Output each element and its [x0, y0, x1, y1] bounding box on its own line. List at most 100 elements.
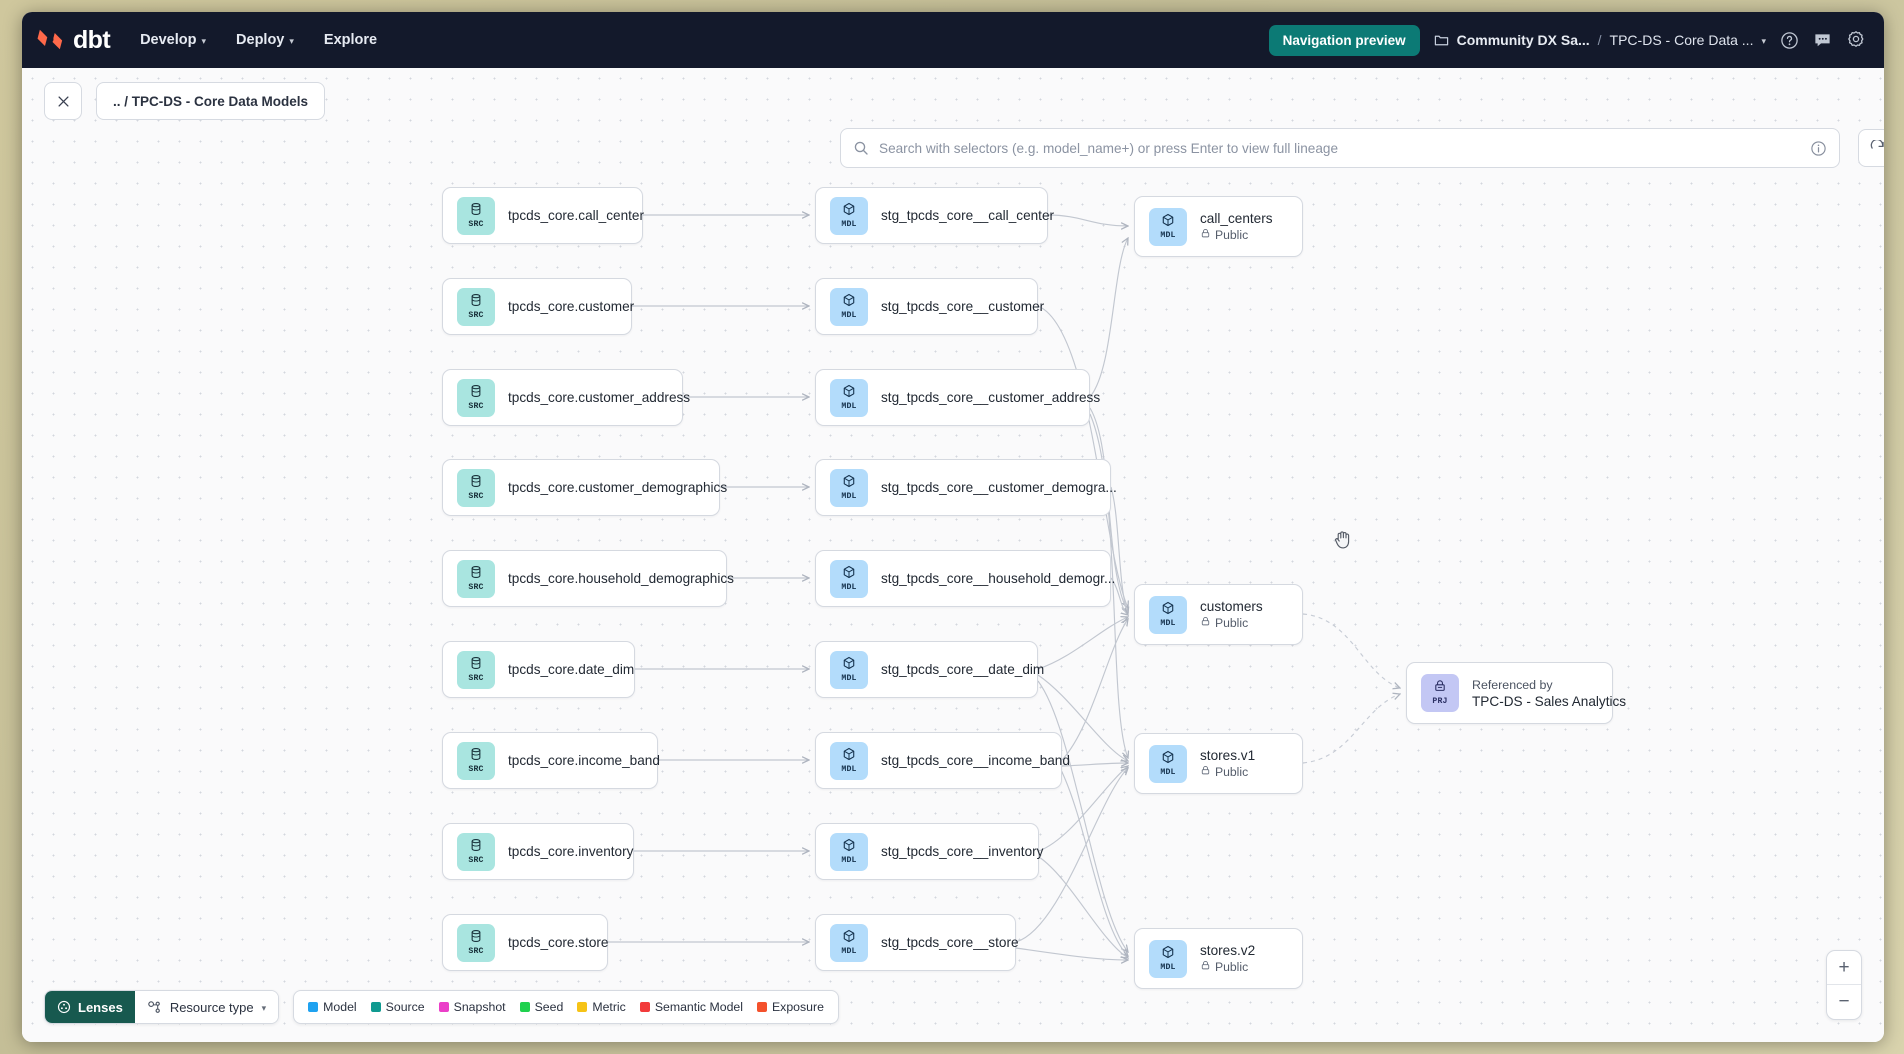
nav-item-develop-label: Develop — [140, 32, 197, 48]
database-icon — [469, 384, 483, 402]
navigation-preview-button[interactable]: Navigation preview — [1268, 24, 1420, 56]
breadcrumb[interactable]: .. / TPC-DS - Core Data Models — [96, 82, 326, 120]
legend-item-source[interactable]: Source — [370, 1000, 425, 1014]
lineage-node-mdl-inventory[interactable]: MDL stg_tpcds_core__inventory — [815, 823, 1044, 880]
legend-item-model[interactable]: Model — [308, 1000, 357, 1014]
node-title: stg_tpcds_core__customer_address — [881, 390, 1101, 405]
database-icon — [469, 656, 483, 674]
node-title: tpcds_core.customer_demographics — [508, 480, 728, 495]
lineage-node-src-store[interactable]: SRC tpcds_core.store — [442, 914, 609, 971]
feedback-icon[interactable] — [1813, 31, 1832, 50]
zoom-in-button[interactable]: + — [1827, 951, 1861, 985]
node-text: tpcds_core.customer_demographics — [508, 480, 728, 495]
node-text: tpcds_core.customer — [508, 299, 634, 314]
node-type-tag: MDL — [1160, 230, 1176, 240]
nav-item-explore[interactable]: Explore — [322, 26, 379, 54]
node-title: tpcds_core.store — [508, 935, 609, 950]
nodes-icon — [148, 1000, 160, 1013]
lineage-node-src-call-center[interactable]: SRC tpcds_core.call_center — [442, 187, 645, 244]
node-type-tag: MDL — [841, 582, 857, 592]
node-text: tpcds_core.store — [508, 935, 609, 950]
nav-item-deploy[interactable]: Deploy ▾ — [234, 26, 296, 54]
breadcrumb-separator: / — [1597, 32, 1602, 48]
node-type-tag: SRC — [468, 855, 484, 865]
legend-swatch — [438, 1002, 449, 1012]
lineage-node-src-customer[interactable]: SRC tpcds_core.customer — [442, 278, 634, 335]
lenses-button[interactable]: Lenses — [45, 991, 135, 1023]
info-icon[interactable] — [1810, 140, 1827, 157]
node-type-badge-src: SRC — [457, 287, 495, 326]
legend-item-seed[interactable]: Seed — [519, 1000, 563, 1014]
node-type-badge-mdl: MDL — [1149, 207, 1187, 246]
node-title: call_centers — [1200, 211, 1273, 226]
legend-item-snapshot[interactable]: Snapshot — [438, 1000, 506, 1014]
node-title: tpcds_core.call_center — [508, 208, 645, 223]
navbar-right-group: Navigation preview Community DX Sa... / … — [1268, 24, 1866, 56]
navbar-account-name[interactable]: Community DX Sa... — [1456, 32, 1590, 48]
node-type-badge-src: SRC — [457, 196, 495, 235]
node-access: Public — [1200, 616, 1263, 630]
resource-type-dropdown[interactable]: Resource type ▾ — [134, 991, 279, 1023]
nav-item-develop[interactable]: Develop ▾ — [138, 26, 208, 54]
chevron-down-icon[interactable]: ▾ — [1761, 35, 1766, 46]
cube-icon — [842, 838, 856, 856]
node-type-tag: MDL — [1160, 962, 1176, 972]
node-text: stg_tpcds_core__customer_address — [881, 390, 1101, 405]
legend-swatch — [519, 1002, 530, 1012]
database-icon — [469, 202, 483, 220]
legend-item-exposure[interactable]: Exposure — [756, 1000, 824, 1014]
legend-label: Snapshot — [453, 1000, 506, 1014]
node-type-tag: MDL — [841, 219, 857, 229]
node-text: stg_tpcds_core__income_band — [881, 753, 1070, 768]
search-actions — [1810, 140, 1827, 157]
cube-icon — [842, 929, 856, 947]
navbar-project-name[interactable]: TPC-DS - Core Data ... — [1609, 32, 1754, 48]
node-title: customers — [1200, 599, 1263, 614]
dbt-logo[interactable]: dbt — [36, 26, 111, 55]
node-type-badge-mdl: MDL — [1149, 939, 1187, 978]
node-type-badge-mdl: MDL — [830, 287, 868, 326]
legend-label: Model — [323, 1000, 357, 1014]
database-icon — [469, 838, 483, 856]
node-type-tag: SRC — [468, 946, 484, 956]
legend-item-metric[interactable]: Metric — [577, 1000, 626, 1014]
close-icon — [57, 95, 69, 107]
zoom-out-button[interactable]: − — [1838, 991, 1850, 1012]
lock-icon — [1200, 616, 1211, 630]
legend-item-semantic-model[interactable]: Semantic Model — [639, 1000, 743, 1014]
refresh-button[interactable] — [1858, 129, 1884, 167]
legend-label: Source — [385, 1000, 425, 1014]
cube-icon — [1161, 945, 1175, 963]
node-type-tag: MDL — [841, 855, 857, 865]
node-title: stg_tpcds_core__inventory — [881, 844, 1044, 859]
settings-icon[interactable] — [1846, 30, 1866, 50]
primary-nav: Develop ▾ Deploy ▾ Explore — [138, 26, 379, 54]
close-button[interactable] — [44, 82, 82, 120]
chevron-down-icon: ▾ — [289, 35, 294, 46]
node-title: stg_tpcds_core__customer_demogra... — [881, 480, 1117, 495]
help-icon[interactable] — [1780, 31, 1799, 50]
search-input[interactable] — [879, 140, 1800, 156]
